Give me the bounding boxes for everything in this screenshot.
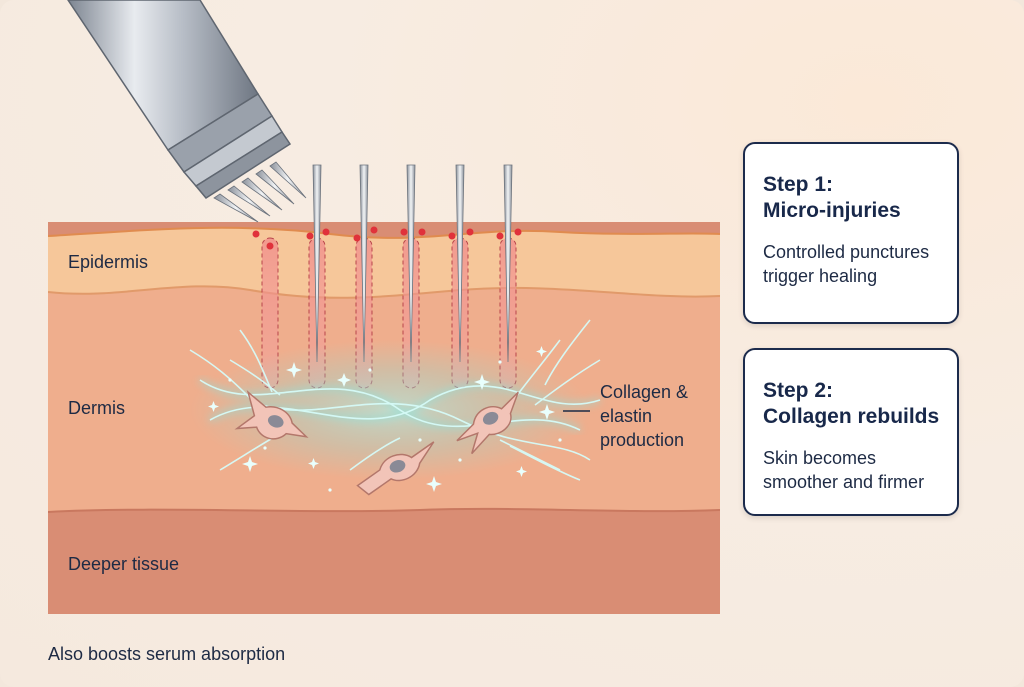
step-1-desc-line-2: trigger healing xyxy=(763,266,878,286)
step-2-title: Step 2: Collagen rebuilds xyxy=(763,378,941,430)
needles xyxy=(312,164,513,363)
step-1-desc-line-1: Controlled punctures xyxy=(763,242,930,262)
step-1-card: Step 1: Micro-injuries Controlled punctu… xyxy=(743,142,959,324)
step-2-desc-line-1: Skin becomes xyxy=(763,448,877,468)
step-1-title: Step 1: Micro-injuries xyxy=(763,172,941,224)
epidermis-layer xyxy=(48,227,720,298)
puncture-dots xyxy=(252,226,522,250)
dermis-boundary xyxy=(48,507,720,513)
callout-line-3: production xyxy=(600,430,685,450)
step-2-description: Skin becomes smoother and firmer xyxy=(763,446,941,494)
step-2-desc-line-2: smoother and firmer xyxy=(763,472,925,492)
step-1-number: Step 1: xyxy=(763,173,834,196)
step-1-description: Controlled punctures trigger healing xyxy=(763,240,941,288)
footer-note: Also boosts serum absorption xyxy=(48,644,286,664)
callout-line-1: Collagen & xyxy=(600,382,689,402)
dermis-label: Dermis xyxy=(68,398,125,418)
epidermis-label: Epidermis xyxy=(68,252,149,272)
skin-surface-line xyxy=(48,226,720,239)
fibroblast-cells xyxy=(234,390,519,496)
collagen-callout: Collagen & elastin production xyxy=(600,380,688,452)
sparkles xyxy=(208,346,562,492)
step-1-heading: Micro-injuries xyxy=(763,199,901,222)
step-2-number: Step 2: xyxy=(763,379,834,402)
microneedle-pen xyxy=(67,0,307,223)
deeper-tissue-label: Deeper tissue xyxy=(68,554,180,574)
step-2-card: Step 2: Collagen rebuilds Skin becomes s… xyxy=(743,348,959,516)
step-2-heading: Collagen rebuilds xyxy=(763,405,940,428)
callout-line-2: elastin xyxy=(600,406,653,426)
